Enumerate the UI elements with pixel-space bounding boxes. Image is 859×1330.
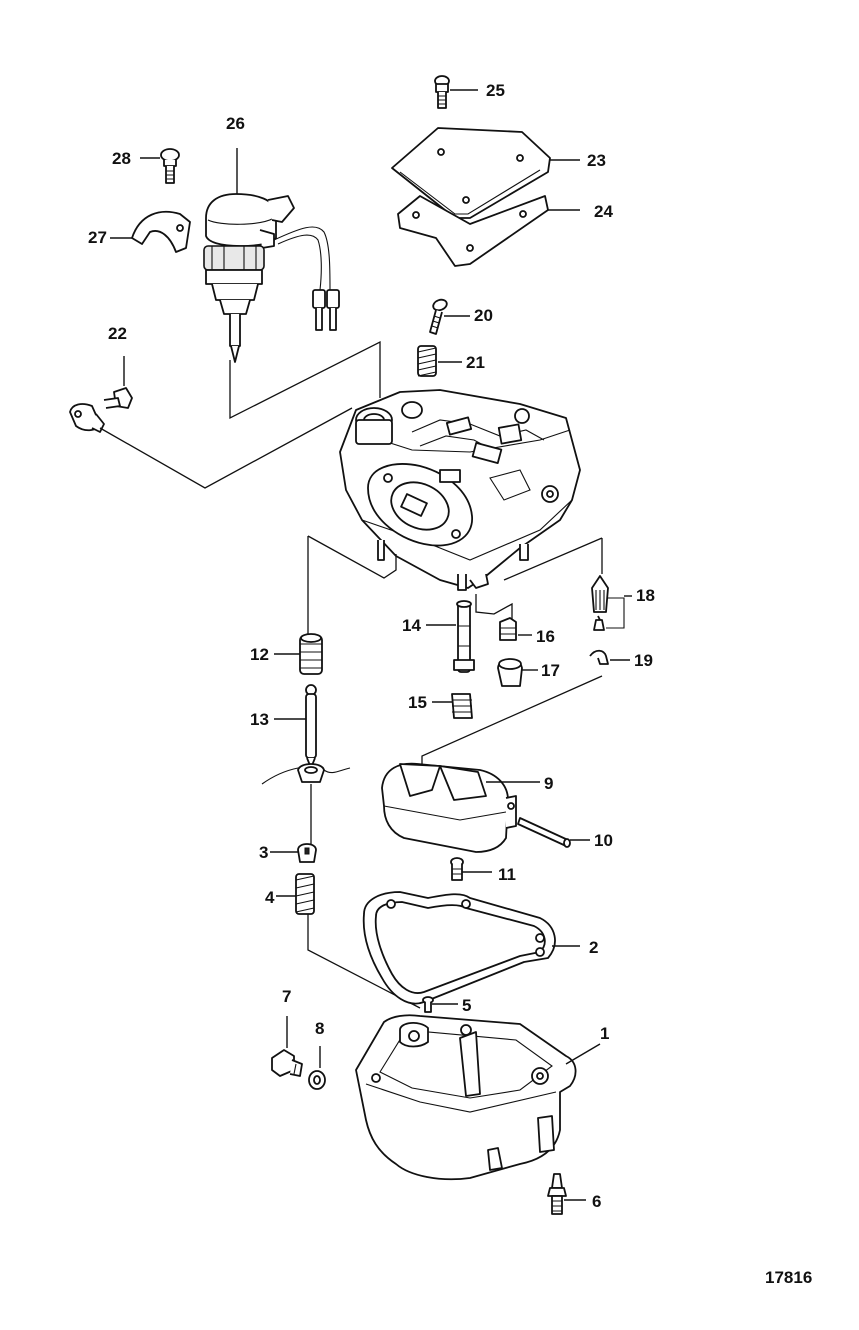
callout-13: 13 [250, 710, 269, 729]
part-12-needle-jet [299, 633, 323, 675]
callout-27: 27 [88, 228, 107, 247]
callout-10: 10 [594, 831, 613, 850]
part-18-needle-valve [591, 575, 609, 631]
callout-22: 22 [108, 324, 127, 343]
callout-19: 19 [634, 651, 653, 670]
part-3-jet [297, 843, 317, 863]
part-11-screw [450, 857, 464, 881]
part-14-emulsion-tube [453, 600, 475, 673]
callout-25: 25 [486, 81, 505, 100]
callout-5: 5 [462, 996, 471, 1015]
part-15-jet [451, 693, 473, 719]
part-17-plug [497, 658, 523, 687]
callout-12: 12 [250, 645, 269, 664]
part-25-screw [434, 75, 450, 109]
callout-20: 20 [474, 306, 493, 325]
part-1-float-bowl [355, 1014, 577, 1181]
callout-9: 9 [544, 774, 553, 793]
part-21-spring [417, 345, 437, 377]
carburetor-body [339, 389, 581, 591]
callout-16: 16 [536, 627, 555, 646]
callout-26: 26 [226, 114, 245, 133]
part-9-float [381, 762, 517, 853]
part-19-clip [589, 649, 609, 665]
part-20-screw [429, 298, 448, 335]
part-22-fitting [69, 387, 133, 433]
break-line [261, 767, 351, 785]
part-4-spring [295, 873, 315, 915]
callout-4: 4 [265, 888, 275, 907]
part-28-screw [160, 148, 180, 184]
part-13-needle [305, 684, 317, 769]
callout-17: 17 [541, 661, 560, 680]
callout-21: 21 [466, 353, 485, 372]
callout-15: 15 [408, 693, 427, 712]
part-7-drain-screw [271, 1049, 303, 1077]
callout-8: 8 [315, 1019, 324, 1038]
callout-28: 28 [112, 149, 131, 168]
callout-1: 1 [600, 1024, 609, 1043]
part-27-clamp [131, 210, 191, 253]
part-10-pin [517, 817, 571, 848]
callout-2: 2 [589, 938, 598, 957]
callout-7: 7 [282, 987, 291, 1006]
part-8-washer [308, 1070, 326, 1090]
callout-3: 3 [259, 843, 268, 862]
callout-14: 14 [402, 616, 421, 635]
part-26-solenoid [203, 148, 340, 363]
callout-23: 23 [587, 151, 606, 170]
callout-18: 18 [636, 586, 655, 605]
part-2-gasket [362, 891, 556, 1005]
part-16-jet [499, 617, 517, 641]
callout-24: 24 [594, 202, 613, 221]
callout-11: 11 [498, 865, 516, 884]
figure-number: 17816 [765, 1268, 812, 1287]
part-6-screw [547, 1173, 567, 1215]
part-24-gasket [397, 195, 549, 267]
part-5-screw [422, 996, 434, 1013]
callout-6: 6 [592, 1192, 601, 1211]
